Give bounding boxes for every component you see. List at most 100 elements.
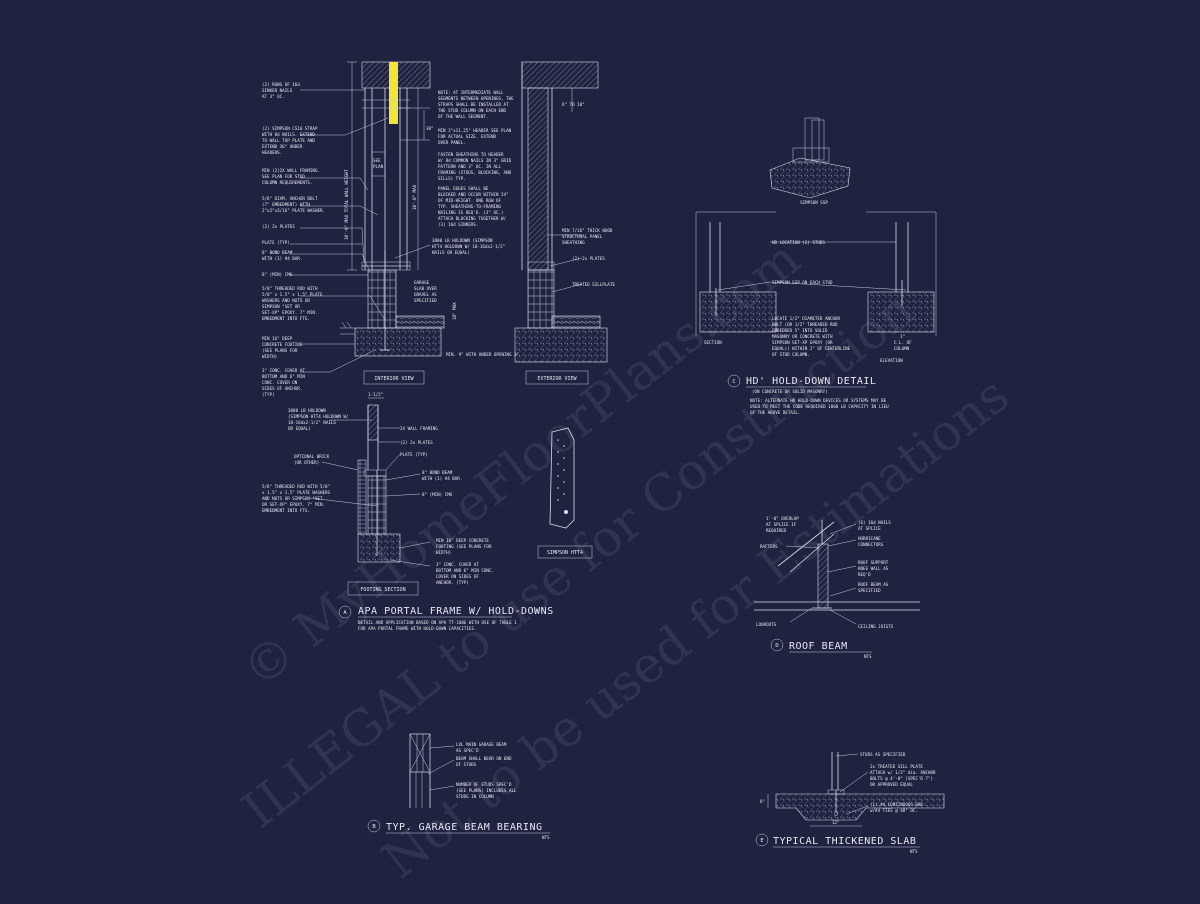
note: 1" [900, 334, 905, 339]
note: (2) 2x PLATES [572, 256, 605, 261]
note: FOOTING (SEE PLANS FOR [436, 544, 492, 549]
note: OR APPROVED EQUAL [870, 782, 913, 787]
note: BOLT (OR 1/2" THREADED ROD [772, 322, 838, 327]
note: THE STUD COLUMN ON EACH END [438, 108, 507, 113]
note: EQUAL)) WITHIN 2" OF CENTERLINE [772, 346, 851, 351]
note: CONC. COVER ON [262, 380, 298, 385]
note: SPECIFIED [858, 588, 881, 593]
note: EMBEDMENT INTO FTG. [262, 508, 310, 513]
detail-b-title: TYP. GARAGE BEAM BEARING [386, 822, 543, 833]
hd-location-label: HD LOCATION (2) STUDS [772, 240, 825, 245]
detail-a-note-2: FOR APA PORTAL FRAME WITH HOLD-DOWN CAPA… [358, 626, 477, 631]
note: SEE [373, 158, 381, 163]
note: STUDS IN COLUMN [456, 794, 494, 799]
note: (1) #4 CONTINUOUS BAR [870, 802, 923, 807]
note: AT SPLICE IF [766, 522, 797, 527]
note: MIN. 9" WITH UNDER OPENING 3" [446, 352, 519, 357]
note: EMBEDDED 5" INTO SOLID [772, 328, 828, 333]
note: PANEL EDGES SHALL BE [438, 186, 489, 191]
note: (SEE PLANS FOR [262, 348, 298, 353]
note: (OR OTHER) [294, 460, 319, 465]
note: HEADERS. [262, 150, 282, 155]
note: 8" BOND BEAM [262, 250, 293, 255]
detail-c-graphics [695, 117, 937, 388]
note: SINKER NAILS [262, 88, 293, 93]
note: LOCATE 1/2" DIAMETER ANCHOR [772, 316, 841, 321]
note: OR SET-XP" EPOXY. 7" MIN. [262, 502, 325, 507]
detail-c-subtitle: (ON CONCRETE OR SOLID MASONRY) [752, 389, 828, 394]
note: x 1.5" x 1.5" PLATE WASHERS [262, 490, 331, 495]
note: 2x TREATED SILL PLATE [870, 764, 923, 769]
detail-d-scale: NTS [864, 654, 872, 659]
detail-b-graphics [367, 733, 455, 833]
detail-e-graphics [755, 752, 945, 847]
detail-b-text: LVL MAIN GARAGE BEAM AS SPEC'D BEAM SHAL… [372, 742, 550, 840]
highlighted-strap [389, 62, 398, 124]
note: WIDTH) [436, 550, 451, 555]
note: 1'-0" OVERLAP [766, 516, 799, 521]
note: STUDS AS SPECIFIED [860, 752, 906, 757]
detail-d-letter: D [775, 643, 778, 649]
note: PLATE (TYP) [400, 452, 428, 457]
note: AS SPEC'D [456, 748, 479, 753]
dim-label: 1-1/2" [368, 392, 383, 397]
note: EMBEDMENT INTO FTG. [262, 316, 310, 321]
note: MIN (2)2X WALL FRAMING. [262, 168, 320, 173]
detail-a-title-text: APA PORTAL FRAME W/ HOLD-DOWNS [358, 606, 554, 617]
note: 8" (MIN) CMU [262, 272, 293, 277]
note: NUMBER OF STUDS SPEC'D [456, 782, 512, 787]
note: TREATED SILLPLATE [572, 282, 615, 287]
note: WIDTH) [262, 354, 277, 359]
note: WITH 8d NAILS. EXTEND [262, 132, 315, 137]
note: 8" BOND BEAM [422, 470, 453, 475]
note: (2) ROWS OF 16d [262, 82, 300, 87]
detail-e-letter: E [760, 838, 763, 844]
dim-label: 6" TO 18" [562, 102, 585, 107]
note: SIMPSON SET-XP EPOXY (OR [772, 340, 833, 345]
detail-a-note-1: DETAIL AND APPLICATION BASED ON APA TT-1… [358, 620, 517, 625]
note: AT 3" OC. [262, 94, 285, 99]
note: w/#4 TIES @ 48" OC. [870, 808, 918, 813]
note: (7" EMBEDMENT) WITH [262, 202, 310, 207]
note: KNEE WALL AS [858, 566, 889, 571]
note: WITH (1) #4 BAR. [262, 256, 302, 261]
simpson-htt4-label: SIMPSON HTT4 [547, 550, 583, 556]
detail-c-letter: C [732, 379, 735, 385]
simpson-htt4-graphic [537, 427, 593, 559]
note: FASTEN SHEATHING TO HEADER [438, 152, 504, 157]
note: 8" (MIN) CMU [422, 492, 453, 497]
note: SET-XP" EPOXY. 7" MIN. [262, 310, 317, 315]
note: FRAMING (STUDS, BLOCKING, AND [438, 170, 512, 175]
note: ANCHOR. (TYP) [436, 580, 469, 585]
note: GARAGE [414, 280, 430, 285]
note: MIN 16" DEEP [262, 336, 293, 341]
note: HURRICANE [858, 536, 881, 541]
simpson-ssp-label: SIMPSON SSP [800, 200, 828, 205]
note: STRAPS SHALL BE INSTALLED AT [438, 102, 509, 107]
note: 2X WALL FRAMING [400, 426, 438, 431]
dim-label: 10'-0" MAX TOTAL WALL HEIGHT [344, 169, 349, 240]
note: (6) 16d NAILS [858, 520, 891, 525]
note: SPECIFIED [414, 298, 437, 303]
note: SHEATHING [562, 240, 585, 245]
detail-c-title: HD' HOLD-DOWN DETAIL [746, 376, 876, 387]
note: LVL MAIN GARAGE BEAM [456, 742, 507, 747]
note: BOTTOM AND 6" MIN CONC. [436, 568, 494, 573]
note: NOTE: AT INTERMEDIATE WALL [438, 90, 504, 95]
exterior-view-label: EXTERIOR VIEW [537, 376, 577, 382]
note: CONCRETE FOOTING [262, 342, 303, 347]
detail-a-footing-section [309, 397, 431, 596]
note: OVER PANEL. [438, 140, 466, 145]
section-label: SECTION [704, 340, 722, 345]
elevation-label: ELEVATION [880, 358, 903, 363]
note: W/ 8d COMMON NAILS IN 3" GRID [438, 158, 512, 163]
detail-d-text: 1'-0" OVERLAP AT SPLICE IF REQUIRED RAFT… [756, 516, 894, 659]
footing-section-label: FOOTING SECTION [360, 587, 405, 593]
note: OR EQUAL) [288, 426, 311, 431]
note: WASHERS AND NUTS OR [262, 298, 310, 303]
note: NAILS OR EQUAL) [432, 250, 470, 255]
note: BLOCKED AND OCCUR WITHIN 24" [438, 192, 509, 197]
note: SEGMENTS BETWEEN OPENINGS, THE [438, 96, 514, 101]
note: BEAM SHALL BEAR ON END [456, 756, 512, 761]
